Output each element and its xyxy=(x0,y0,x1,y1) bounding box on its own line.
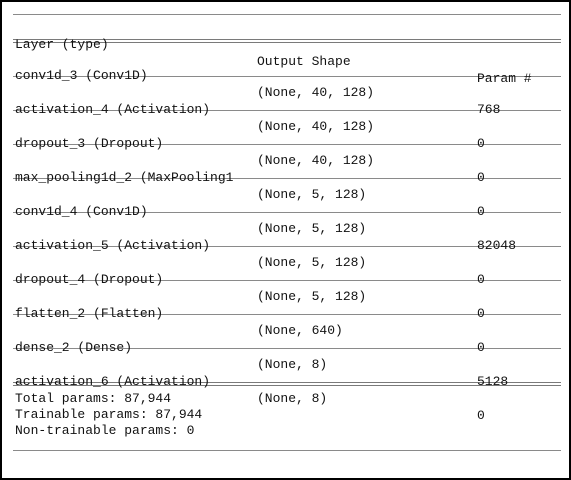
param-totals: Total params: 87,944 Trainable params: 8… xyxy=(13,391,561,439)
layer-param-count: 0 xyxy=(477,340,485,355)
header-param-count: Param # xyxy=(477,71,532,86)
layer-row: conv1d_3 (Conv1D) (None, 40, 128) 768 xyxy=(13,50,561,117)
layer-name: activation_5 (Activation) xyxy=(15,238,211,253)
row-divider xyxy=(13,212,561,213)
row-divider xyxy=(13,246,561,247)
bottom-rule xyxy=(13,450,561,451)
trainable-params: Trainable params: 87,944 xyxy=(15,407,203,422)
row-divider xyxy=(13,76,561,77)
layer-param-count: 768 xyxy=(477,102,501,117)
layer-output-shape: (None, 5, 128) xyxy=(257,221,367,236)
row-divider xyxy=(13,110,561,111)
layer-row: dropout_4 (Dropout) (None, 5, 128) 0 xyxy=(13,254,561,321)
layer-name: max_pooling1d_2 (MaxPooling1 xyxy=(15,170,234,185)
layer-row: activation_6 (Activation) (None, 8) 0 xyxy=(13,356,561,423)
layer-output-shape: (None, 5, 128) xyxy=(257,187,367,202)
header-double-rule xyxy=(13,39,561,43)
layer-output-shape: (None, 8) xyxy=(257,391,328,406)
layer-output-shape: (None, 40, 128) xyxy=(257,119,375,134)
layer-param-count: 0 xyxy=(477,272,485,287)
layer-name: activation_6 (Activation) xyxy=(15,374,211,389)
footer-double-rule xyxy=(13,382,561,386)
row-divider xyxy=(13,348,561,349)
layer-param-count: 82048 xyxy=(477,238,517,253)
layer-name: dropout_3 (Dropout) xyxy=(15,136,164,151)
row-divider xyxy=(13,280,561,281)
layer-param-count: 0 xyxy=(477,136,485,151)
layer-name: activation_4 (Activation) xyxy=(15,102,211,117)
row-divider xyxy=(13,144,561,145)
layer-name: dropout_4 (Dropout) xyxy=(15,272,164,287)
layer-output-shape: (None, 40, 128) xyxy=(257,85,375,100)
layer-param-count: 0 xyxy=(477,204,485,219)
model-summary: Layer (type) Output Shape Param # conv1d… xyxy=(13,14,561,451)
layer-row: activation_4 (Activation) (None, 40, 128… xyxy=(13,84,561,151)
layer-name: conv1d_3 (Conv1D) xyxy=(15,68,148,83)
header-output-shape: Output Shape xyxy=(257,54,351,69)
top-rule xyxy=(13,14,561,15)
total-params: Total params: 87,944 xyxy=(15,391,172,406)
layer-output-shape: (None, 640) xyxy=(257,323,343,338)
layer-row: dropout_3 (Dropout) (None, 40, 128) 0 xyxy=(13,118,561,185)
header-row: Layer (type) Output Shape Param # xyxy=(13,19,561,86)
layer-name: dense_2 (Dense) xyxy=(15,340,133,355)
layer-param-count: 5128 xyxy=(477,374,509,389)
layer-param-count: 0 xyxy=(477,306,485,321)
layer-row: flatten_2 (Flatten) (None, 640) 0 xyxy=(13,288,561,355)
layer-output-shape: (None, 5, 128) xyxy=(257,289,367,304)
row-divider xyxy=(13,314,561,315)
layer-row: dense_2 (Dense) (None, 8) 5128 xyxy=(13,322,561,389)
layer-output-shape: (None, 5, 128) xyxy=(257,255,367,270)
layer-output-shape: (None, 8) xyxy=(257,357,328,372)
row-divider xyxy=(13,178,561,179)
layer-row: max_pooling1d_2 (MaxPooling1 (None, 5, 1… xyxy=(13,152,561,219)
layer-name: conv1d_4 (Conv1D) xyxy=(15,204,148,219)
layer-row: conv1d_4 (Conv1D) (None, 5, 128) 82048 xyxy=(13,186,561,253)
layer-name: flatten_2 (Flatten) xyxy=(15,306,164,321)
layer-output-shape: (None, 40, 128) xyxy=(257,153,375,168)
layer-row: activation_5 (Activation) (None, 5, 128)… xyxy=(13,220,561,287)
non-trainable-params: Non-trainable params: 0 xyxy=(15,423,195,438)
layer-param-count: 0 xyxy=(477,408,485,423)
layer-param-count: 0 xyxy=(477,170,485,185)
header-layer-type: Layer (type) xyxy=(15,37,109,52)
